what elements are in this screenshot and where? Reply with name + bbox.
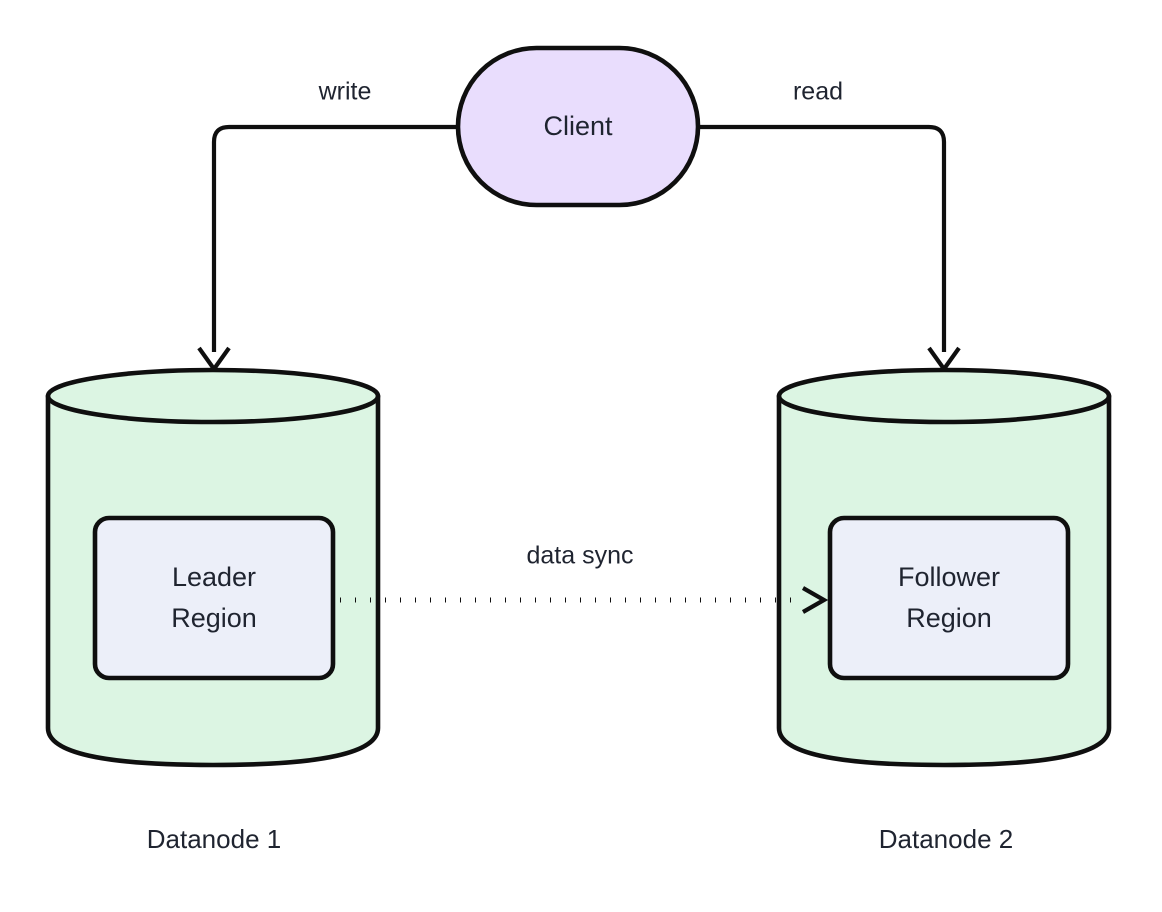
follower-region-label-line2: Region bbox=[906, 603, 992, 633]
datanode1-top-fill bbox=[48, 370, 378, 422]
datanode1-body-outline bbox=[45, 393, 381, 768]
edge-data-sync-label: data sync bbox=[526, 542, 633, 570]
follower-region-box[interactable]: Follower Region bbox=[827, 515, 1071, 681]
edge-write-label: write bbox=[318, 78, 372, 106]
edge-write: write bbox=[197, 78, 458, 373]
datanode-2-caption: Datanode 2 bbox=[879, 824, 1013, 854]
client-shape bbox=[455, 45, 701, 208]
datanode-1-caption: Datanode 1 bbox=[147, 824, 281, 854]
node-client[interactable]: Client bbox=[455, 45, 701, 208]
datanode2-top-fill bbox=[779, 370, 1109, 422]
leader-region-label-line1: Leader bbox=[172, 562, 256, 592]
edge-read-path bbox=[698, 124, 947, 352]
leader-region-label-line2: Region bbox=[171, 603, 257, 633]
edge-write-path bbox=[211, 124, 458, 352]
edge-data-sync: data sync bbox=[340, 542, 829, 614]
datanode1-top-outline bbox=[45, 367, 381, 425]
datanode2-body-outline bbox=[776, 393, 1112, 768]
edge-read: read bbox=[698, 78, 961, 373]
datanode2-top-outline bbox=[776, 367, 1112, 425]
client-label: Client bbox=[543, 111, 613, 141]
leader-region-shape bbox=[92, 515, 336, 681]
leader-region-box[interactable]: Leader Region bbox=[92, 515, 336, 681]
edge-data-sync-arrowhead-icon bbox=[801, 586, 829, 614]
follower-region-shape bbox=[827, 515, 1071, 681]
follower-region-label-line1: Follower bbox=[898, 562, 1000, 592]
node-datanode-2[interactable]: Follower Region bbox=[776, 367, 1112, 768]
node-datanode-1[interactable]: Leader Region bbox=[45, 367, 381, 768]
edge-read-label: read bbox=[793, 78, 843, 106]
